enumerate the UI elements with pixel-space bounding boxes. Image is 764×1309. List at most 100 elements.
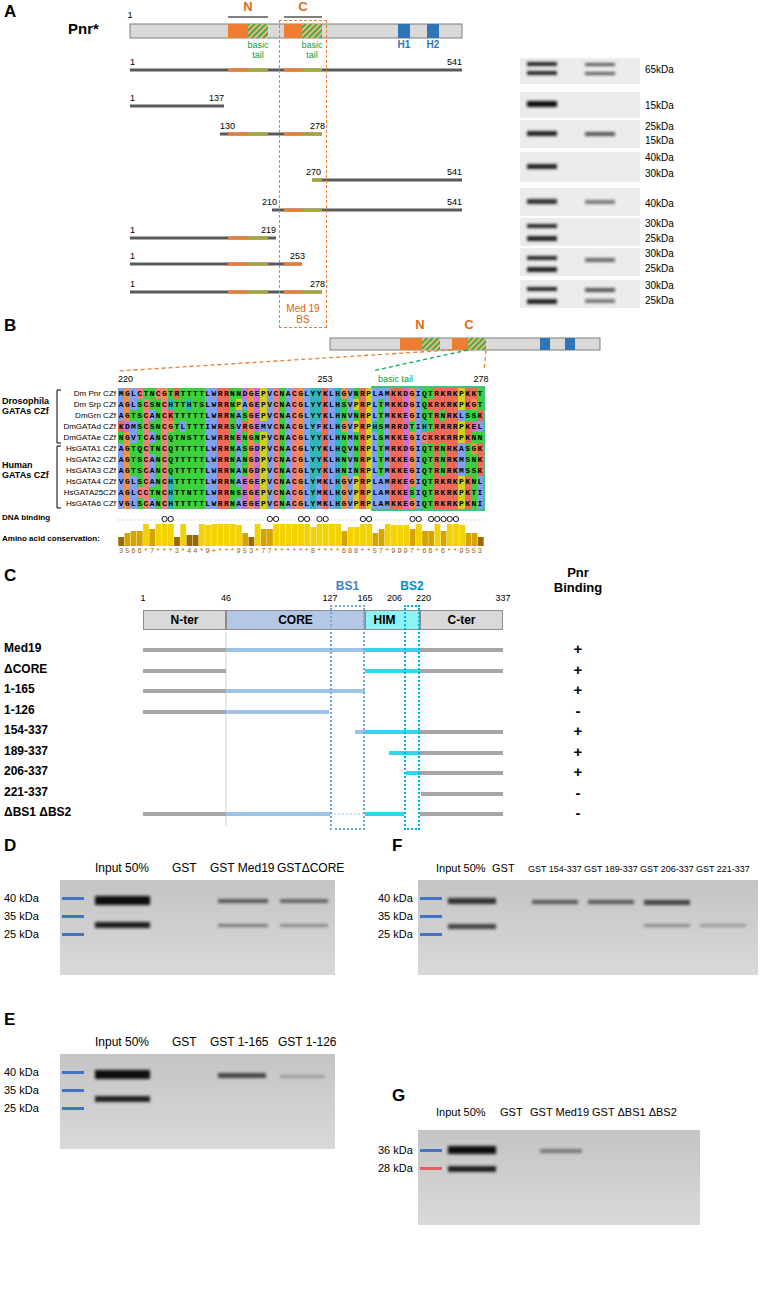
helix-box: H1 [398,24,410,38]
sequence: AGTSCANCQTTTTTLWRRNANGDPVCNACGLYYKLHNINR… [118,465,483,476]
pulldown-blot [60,880,335,975]
lane-label: Input 50% [436,862,486,875]
conservation-bar [397,525,403,546]
sequence: AGLCCTNCHTTNTTLWRRNSEGEPVCNACGLYMKLHGVPR… [118,487,483,498]
score-digit: 4 [192,547,198,556]
conservation-bar [435,524,441,546]
dna-contact-mark [429,516,434,521]
helix-box: H2 [427,24,439,38]
score-digit: 9 [396,547,402,556]
conservation-bar [404,525,410,546]
conservation-bar [447,524,453,546]
score-digit: 9 [458,547,464,556]
score-digit: 9 [403,547,409,556]
score-digit: * [285,547,291,556]
score-digit: * [359,547,365,556]
conservation-bar [385,524,391,546]
score-digit: * [328,547,334,556]
score-digit: * [198,547,204,556]
conservation-bar [428,531,434,546]
lane-label: GST ΔBS1 ΔBS2 [592,1106,677,1119]
sequence-name: HsGATA2 CZf [66,454,116,465]
score-digit: 8 [353,547,359,556]
residue-number: 130 [220,121,235,131]
score-digit: 5 [471,547,477,556]
conservation-bar [323,524,329,546]
protein-name: Pnr* [68,20,99,37]
score-digit: + [211,547,217,556]
dna-contact-mark [267,516,272,521]
conservation-bar [366,524,372,546]
size-marker: 30kDa [645,280,674,292]
conservation-bar [317,524,323,546]
dna-contact-mark [410,516,415,521]
residue-number: 337 [495,593,510,603]
sequence: MGLCTNCGTRTTTTLWRRNNDGEPVCNACGLYYKLHGVNR… [118,388,483,399]
dna-contact-mark [435,516,440,521]
lane-label: Input 50% [95,862,149,876]
binding-result: - [576,702,581,719]
binding-result: + [574,763,583,780]
residue: L [477,476,483,487]
conservation-bar [280,524,286,546]
score-digit: 9 [236,547,242,556]
domain-box: N-ter [143,610,226,630]
node-text: BS1 [336,579,359,593]
lane-label: GST [492,862,515,875]
conservation-bar [311,527,317,546]
score-digit: * [155,547,161,556]
panel-letter: F [392,836,402,856]
conservation-bar [453,524,459,546]
score-digit: 8 [310,547,316,556]
residue-number: 1 [130,57,135,67]
residue: K [477,454,483,465]
size-marker: 40kDa [645,198,674,210]
lane-label: GST 154-337 [528,864,582,874]
conservation-bar [156,524,162,546]
conservation-bar [335,524,341,546]
residue-number: 1 [130,251,135,261]
dna-contact-mark [274,516,279,521]
conservation-bar [459,525,465,546]
score-digit: * [366,547,372,556]
conservation-bar [174,537,180,546]
conservation-bar [273,524,279,546]
score-digit: 6 [137,547,143,556]
conservation-bar [348,527,354,546]
residue-number: 270 [306,167,321,177]
pulldown-blot [418,880,758,975]
sequence-name: DmGrn CZf [75,410,116,421]
panel-letter: A [4,2,16,22]
conservation-bar [249,537,255,546]
region-label: basic tail [299,40,325,60]
pulldown-blot [418,1130,700,1225]
score-digit: 5 [124,547,130,556]
size-marker: 35 kDa [4,910,39,923]
conservation-bar [143,524,149,546]
score-digit: * [143,547,149,556]
size-marker: 25kDa [645,233,674,245]
residue-number: 210 [262,197,277,207]
score-digit: 9 [205,547,211,556]
dna-contact-mark [317,516,322,521]
dna-contact-mark [305,516,310,521]
panel-letter: E [4,1010,15,1030]
node-text: H2 [427,39,440,50]
residue-number: 278 [473,374,488,384]
sequence-name: HsGATA1 CZf [66,443,116,454]
construct-name: 206-337 [4,765,48,779]
conservation-bar [441,531,447,546]
lane-label: GSTΔCORE [277,862,344,876]
residue-number: 1 [127,10,132,20]
score-digit: * [452,547,458,556]
conservation-bar [416,524,422,546]
conservation-bar [137,531,143,546]
residue: T [477,388,483,399]
conservation-bar [391,525,397,546]
conservation-bar [298,524,304,546]
size-marker: 15kDa [645,100,674,112]
conservation-bar [373,533,379,546]
sequence: AGTSCANCQTTTTTLWRRNANGDPVCNACGLYYKLHNVNR… [118,454,483,465]
conservation-bar [224,524,230,546]
